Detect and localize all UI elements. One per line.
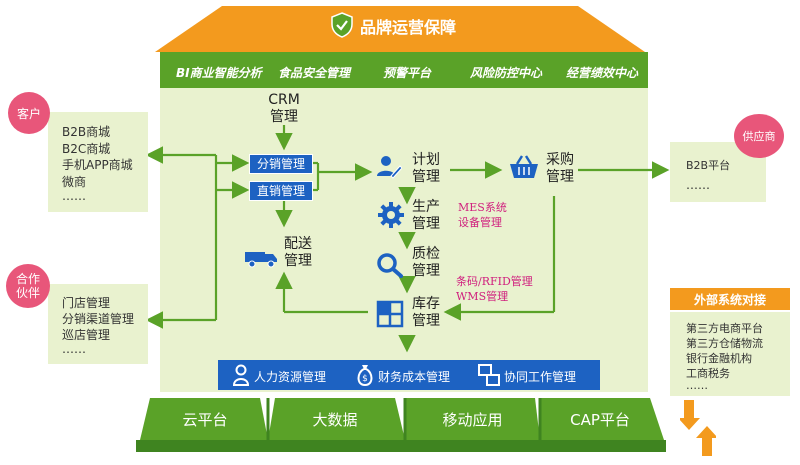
external-title-bar [670, 288, 790, 310]
caigou-node[interactable]: 采购 管理 [542, 152, 578, 186]
truck-icon [245, 252, 277, 268]
partner-badge: 合作 伙伴 [6, 264, 50, 308]
jihua-line2: 管理 [412, 169, 440, 185]
partner-panel [48, 284, 148, 364]
kucun-line2: 管理 [412, 313, 440, 329]
exchange-arrows-icon [680, 400, 716, 456]
partner-item-store[interactable]: 门店管理 [62, 296, 111, 310]
supplier-item-more: …… [686, 178, 710, 192]
nav-performance[interactable]: 经营绩效中心 [566, 66, 639, 80]
magnifier-icon [377, 253, 403, 278]
nav-warning[interactable]: 预警平台 [383, 66, 432, 80]
external-item-ecommerce[interactable]: 第三方电商平台 [686, 322, 763, 335]
partner-item-more: …… [62, 342, 86, 356]
shengchan-line1: 生产 [412, 199, 440, 215]
foundation-cloud[interactable]: 云平台 [182, 411, 228, 429]
partner-badge-line1: 合作 [15, 272, 40, 286]
external-item-tax[interactable]: 工商税务 [686, 367, 730, 380]
kucun-line1: 库存 [412, 296, 440, 312]
shengchan-node[interactable]: 生产 管理 [408, 199, 444, 233]
zhijian-line2: 管理 [412, 263, 440, 279]
external-item-bank[interactable]: 银行金融机构 [686, 352, 752, 365]
customer-item-app[interactable]: 手机APP商城 [62, 158, 133, 172]
foundation-mobile[interactable]: 移动应用 [442, 411, 503, 429]
external-item-more: …… [686, 379, 708, 392]
person-icon [232, 364, 250, 386]
shengchan-line2: 管理 [412, 216, 440, 232]
rfid-label: 条码/RFID管理 WMS管理 [456, 274, 533, 304]
shield-icon [331, 12, 353, 38]
caigou-line1: 采购 [546, 152, 574, 168]
gear-icon [378, 202, 404, 228]
bottom-function-bar [218, 360, 600, 390]
peisong-line1: 配送 [284, 236, 312, 252]
caigou-line2: 管理 [546, 169, 574, 185]
crm-node[interactable]: CRM 管理 [258, 92, 310, 126]
svg-text:$: $ [362, 374, 368, 384]
external-title: 外部系统对接 [693, 293, 766, 307]
pencil-user-icon [377, 156, 402, 179]
crm-line2: 管理 [270, 109, 298, 125]
partner-badge-line2: 伙伴 [15, 286, 40, 300]
mes-line1: MES系统 [458, 201, 507, 214]
money-bag-icon: $ [357, 365, 373, 387]
customer-item-b2b[interactable]: B2B商城 [62, 125, 111, 139]
collab-work-management[interactable]: 协同工作管理 [504, 370, 577, 384]
supplier-badge: 供应商 [734, 114, 784, 158]
customer-badge: 客户 [8, 92, 50, 134]
crm-line1: CRM [268, 92, 300, 108]
partner-item-channel[interactable]: 分销渠道管理 [62, 312, 135, 326]
hr-management[interactable]: 人力资源管理 [254, 370, 327, 384]
partner-item-patrol[interactable]: 巡店管理 [62, 328, 111, 342]
external-panel [670, 312, 790, 396]
external-item-logistics[interactable]: 第三方仓储物流 [686, 337, 763, 350]
mes-label: MES系统 设备管理 [458, 200, 507, 230]
jihua-node[interactable]: 计划 管理 [408, 152, 444, 186]
warehouse-grid-icon [376, 300, 404, 328]
finance-cost-management[interactable]: 财务成本管理 [378, 370, 451, 384]
foundation-bigdata[interactable]: 大数据 [312, 411, 358, 429]
zhixiao-button[interactable]: 直销管理 [249, 181, 313, 201]
zhijian-node[interactable]: 质检 管理 [408, 246, 444, 280]
fenxiao-button[interactable]: 分销管理 [249, 154, 313, 174]
foundation-cap[interactable]: CAP平台 [570, 411, 630, 429]
collaboration-icon [478, 364, 500, 386]
nav-bi[interactable]: BI商业智能分析 [176, 66, 262, 80]
basket-icon [510, 155, 538, 178]
mes-line2: 设备管理 [458, 216, 502, 229]
peisong-node[interactable]: 配送 管理 [280, 236, 316, 270]
customer-item-b2c[interactable]: B2C商城 [62, 142, 111, 156]
jihua-line1: 计划 [412, 152, 440, 168]
rfid-line2: WMS管理 [456, 290, 509, 303]
rfid-line1: 条码/RFID管理 [456, 275, 533, 288]
customer-item-more: …… [62, 189, 86, 203]
nav-food-safety[interactable]: 食品安全管理 [278, 66, 351, 80]
zhijian-line1: 质检 [412, 246, 440, 262]
supplier-item-b2b[interactable]: B2B平台 [686, 159, 731, 172]
roof-title: 品牌运营保障 [360, 18, 457, 37]
customer-panel [48, 112, 148, 212]
kucun-node[interactable]: 库存 管理 [408, 296, 444, 330]
nav-risk[interactable]: 风险防控中心 [470, 66, 543, 80]
customer-item-weishang[interactable]: 微商 [62, 175, 87, 189]
peisong-line2: 管理 [284, 253, 312, 269]
